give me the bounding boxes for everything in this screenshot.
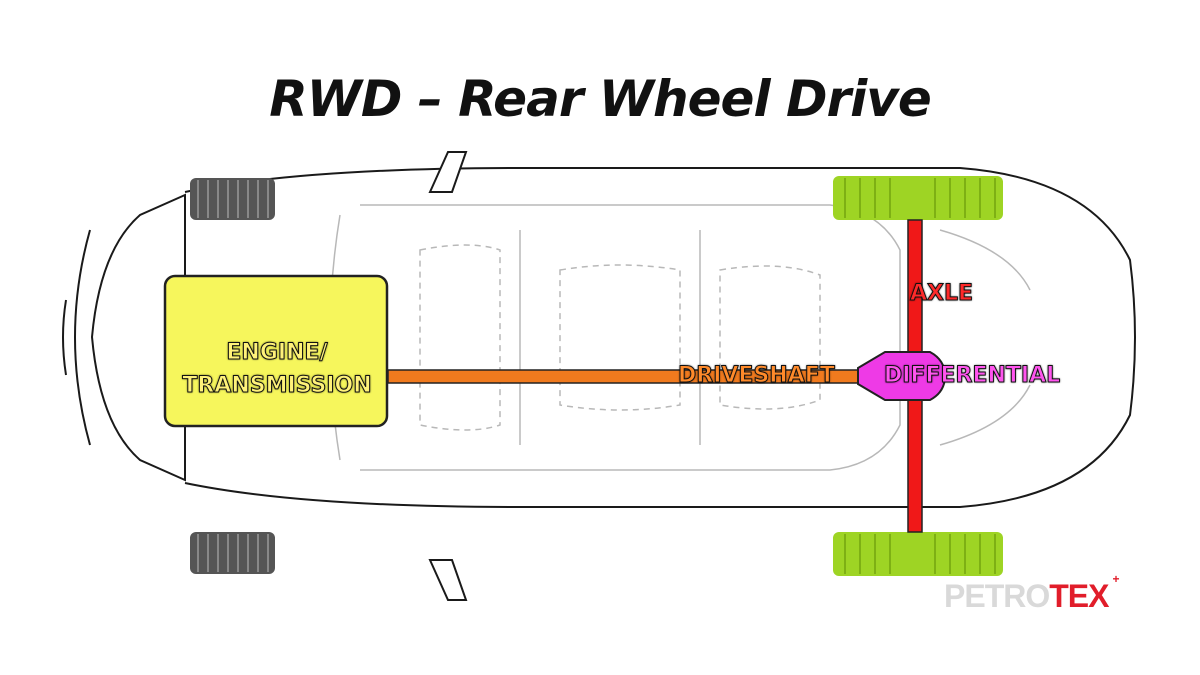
car-outline <box>62 167 1136 508</box>
petrotex-logo: PETROTEX + <box>944 572 1119 615</box>
rear-wheel-top <box>833 176 1003 220</box>
driveshaft-label: DRIVESHAFT <box>678 363 836 389</box>
logo-plus-icon: + <box>1112 572 1119 586</box>
mirror-bottom <box>428 559 468 601</box>
engine-block <box>163 274 389 428</box>
front-wheel-top <box>190 178 275 220</box>
engine-label-line1: ENGINE/ <box>226 340 328 366</box>
mirror-top <box>428 151 468 193</box>
differential-housing <box>857 351 947 401</box>
logo-text-tex: TEX <box>1049 578 1109 614</box>
logo-text-petro: PETRO <box>944 578 1050 614</box>
axle-label: AXLE <box>909 281 974 307</box>
engine-transmission-label: ENGINE/ TRANSMISSION <box>168 336 386 402</box>
engine-label-line2: TRANSMISSION <box>182 373 372 399</box>
differential-label: DIFFERENTIAL <box>883 363 1061 389</box>
front-wheel-bottom <box>190 532 275 574</box>
rear-wheel-bottom <box>833 532 1003 576</box>
diagram-title: RWD – Rear Wheel Drive <box>269 70 932 128</box>
car-inner-lines <box>329 204 1031 471</box>
